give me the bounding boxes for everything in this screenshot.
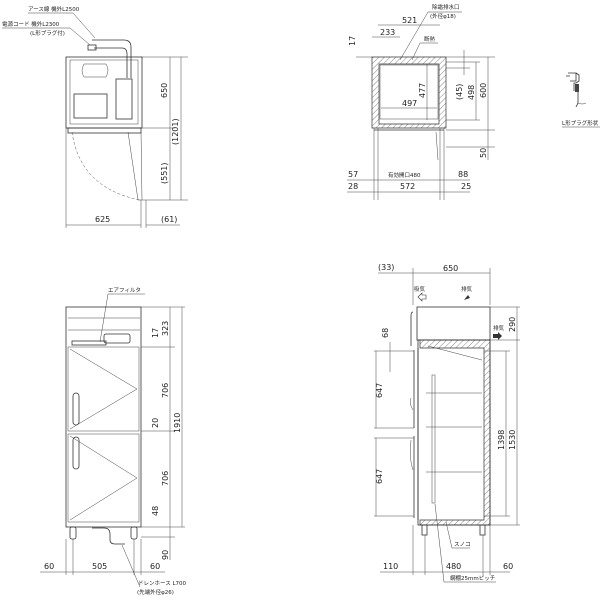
- dim-60-right: 60: [150, 562, 160, 571]
- side-view: (33) 650 吸気 排気 排気 290 1398: [374, 263, 520, 583]
- intake-arrow-icon: [417, 292, 427, 302]
- machine-compartment: [416, 306, 491, 341]
- dim-572: 572: [400, 182, 415, 191]
- dim-497: 497: [402, 99, 417, 108]
- dim-505: 505: [92, 562, 107, 571]
- dim-1530: 1530: [508, 430, 517, 450]
- insulated-body: [419, 339, 491, 526]
- dim-60-left: 60: [44, 562, 54, 571]
- dim-233: 233: [380, 28, 395, 37]
- dim-480: 480: [446, 562, 461, 571]
- dim-20: 20: [151, 418, 160, 428]
- exhaust-top-label: 排気: [461, 285, 473, 293]
- air-filter-label: エアフィルタ: [108, 286, 141, 294]
- dim-57: 57: [348, 170, 358, 179]
- section-view: 除霜排水口 (外径φ18) 断熱 521 233 17 477 497 (4: [347, 3, 495, 200]
- insulated-wall: [371, 56, 447, 129]
- lower-door-handle[interactable]: [72, 436, 80, 470]
- dim-28: 28: [348, 182, 358, 191]
- right-caster: [130, 526, 138, 540]
- dim-68: 68: [381, 328, 390, 338]
- front-view: エアフィルタ ドレンホース L700 (先端外径φ26) 323 17 706 …: [40, 286, 187, 596]
- insulation-label: 断熱: [424, 35, 436, 43]
- dim-477: 477: [418, 83, 427, 98]
- drain-label: 除霜排水口: [432, 3, 460, 11]
- door-gasket: [431, 374, 436, 504]
- dim-498: 498: [467, 85, 476, 100]
- left-caster: [69, 526, 77, 540]
- dim-1398: 1398: [497, 430, 506, 450]
- exhaust-arrow-icon: [464, 295, 470, 300]
- effective-opening: 有効開口480: [388, 171, 421, 179]
- dim-650: 650: [443, 264, 458, 273]
- plug-note: (L形プラグ付): [30, 29, 65, 37]
- intake-label: 吸気: [414, 285, 426, 293]
- dim-706-lower: 706: [161, 471, 170, 486]
- dim-17: 17: [151, 328, 160, 338]
- power-cord: [94, 47, 128, 78]
- compressor: [81, 63, 109, 78]
- dim-48: 48: [151, 506, 160, 516]
- dim-50: 50: [479, 148, 488, 158]
- dim-25: 25: [461, 182, 471, 191]
- dim-706-upper: 706: [161, 383, 170, 398]
- upper-door[interactable]: [67, 346, 140, 432]
- dim-depth: 650: [160, 83, 169, 98]
- dim-521: 521: [402, 16, 417, 25]
- rear-caster: [479, 524, 486, 536]
- plug-shape-label: L形プラグ形状: [562, 119, 599, 127]
- dim-33: (33): [378, 263, 394, 272]
- dim-647-upper: 647: [375, 383, 384, 398]
- dim-1910: 1910: [173, 413, 182, 433]
- plug-icon: [566, 72, 580, 108]
- dim-90: 90: [161, 550, 170, 560]
- drain-hose-label: ドレンホース L700: [138, 580, 187, 587]
- drain-hose: [92, 527, 125, 545]
- dim-323: 323: [161, 321, 170, 336]
- dim-45: (45): [455, 84, 464, 100]
- dim-600: 600: [479, 83, 488, 98]
- door-swing-arc: [71, 131, 141, 201]
- dim-60: 60: [503, 562, 513, 571]
- dim-647-lower: 647: [375, 469, 384, 484]
- lower-door[interactable]: [67, 433, 140, 523]
- slatted-floor-label: スノコ: [454, 541, 471, 548]
- controller: [103, 333, 131, 344]
- power-cord-label: 電源コード 機外L2300: [2, 20, 60, 28]
- hose-dia-label: (先端外径φ26): [137, 588, 174, 596]
- dim-door: (551): [160, 162, 169, 184]
- plug-icon: [87, 44, 97, 51]
- dim-side: (61): [161, 215, 177, 224]
- dim-290: 290: [508, 317, 517, 332]
- dim-88: 88: [458, 170, 468, 179]
- dim-110: 110: [383, 562, 398, 571]
- shelf-pitch-label: 網棚25mmピッチ: [450, 574, 495, 582]
- exhaust-side-label: 排気: [493, 324, 505, 332]
- dim-total-open: (1201): [171, 118, 180, 145]
- plan-view: アース線 機外L2500 電源コード 機外L2300 (L形プラグ付) 650 …: [2, 5, 188, 228]
- plug-shape-view: L形プラグ形状: [562, 72, 600, 128]
- drain-dia: (外径φ18): [430, 12, 456, 20]
- dim-width: 625: [95, 215, 110, 224]
- cabinet-front: [65, 306, 142, 528]
- exhaust-side-arrow-icon: [493, 332, 502, 340]
- front-caster: [421, 524, 428, 536]
- earth-wire-label: アース線 機外L2500: [28, 5, 80, 13]
- dim-17: 17: [348, 36, 357, 46]
- earth-wire: [92, 39, 132, 78]
- upper-door-handle[interactable]: [72, 392, 80, 426]
